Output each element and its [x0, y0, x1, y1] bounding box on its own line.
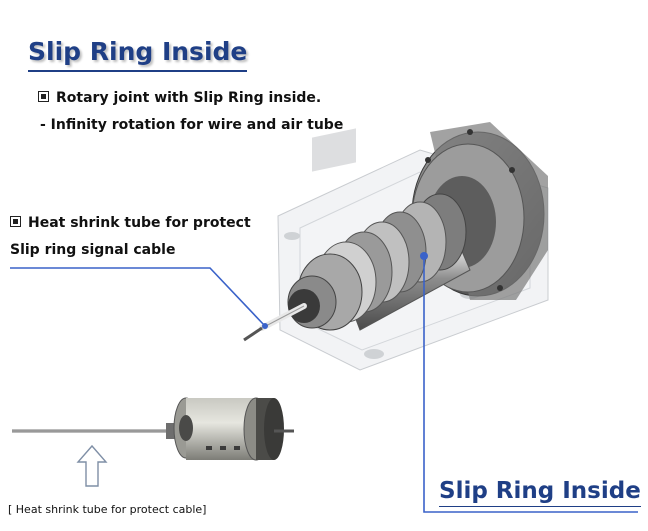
bottom-caption: [ Heat shrink tube for protect cable]	[8, 503, 207, 516]
square-bullet-icon	[38, 91, 49, 102]
signal-cable	[243, 303, 307, 342]
slip-ring-inside-label: Slip Ring Inside	[439, 478, 641, 507]
feature-line-1: Rotary joint with Slip Ring inside.	[38, 90, 321, 106]
heat-shrink-line-1: Heat shrink tube for protect	[10, 215, 251, 231]
feature-line-1-text: Rotary joint with Slip Ring inside.	[56, 90, 322, 106]
up-arrow-icon	[76, 444, 108, 487]
page-title: Slip Ring Inside	[28, 36, 248, 72]
heat-shrink-line-1-text: Heat shrink tube for protect	[28, 215, 251, 231]
slip-ring-shaft	[287, 193, 471, 331]
heat-shrink-leader-line	[10, 267, 266, 327]
slip-ring-leader-line	[420, 252, 638, 513]
small-slip-ring	[12, 397, 294, 461]
feature-line-2: - Infinity rotation for wire and air tub…	[40, 117, 344, 133]
heat-shrink-line-2: Slip ring signal cable	[10, 242, 176, 258]
square-bullet-icon	[10, 216, 21, 227]
